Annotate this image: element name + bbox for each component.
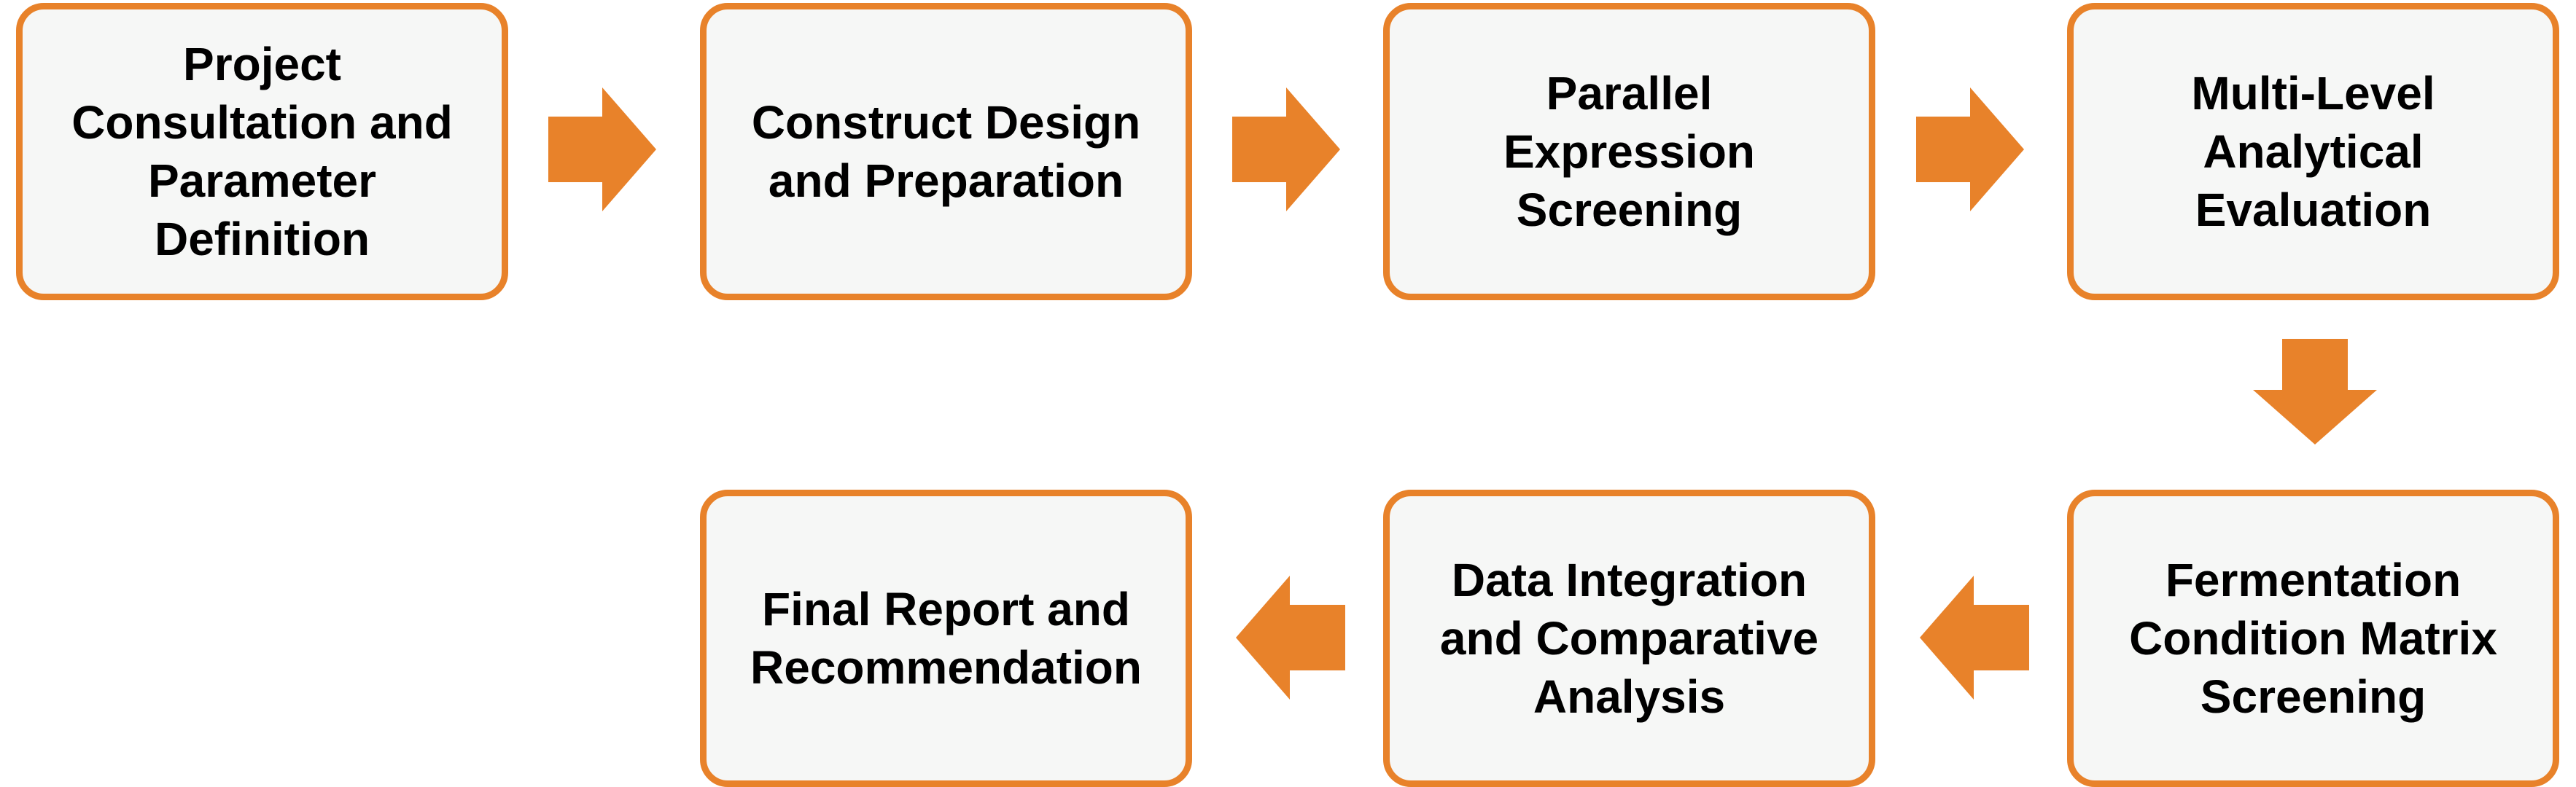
- arrow-right-icon: [548, 87, 658, 211]
- step-label: Fermentation Condition Matrix Screening: [2129, 554, 2497, 723]
- step-fermentation-matrix: Fermentation Condition Matrix Screening: [2067, 490, 2559, 787]
- step-multi-level-evaluation: Multi-Level Analytical Evaluation: [2067, 3, 2559, 300]
- step-construct-design: Construct Design and Preparation: [700, 3, 1192, 300]
- step-parallel-expression: Parallel Expression Screening: [1383, 3, 1875, 300]
- step-label: Project Consultation and Parameter Defin…: [71, 38, 453, 265]
- step-label: Construct Design and Preparation: [751, 96, 1141, 207]
- step-label: Parallel Expression Screening: [1503, 67, 1756, 236]
- arrow-left-icon: [1236, 576, 1345, 700]
- arrow-right-icon: [1916, 87, 2026, 211]
- step-project-consultation: Project Consultation and Parameter Defin…: [16, 3, 508, 300]
- arrow-left-icon: [1920, 576, 2029, 700]
- step-label: Data Integration and Comparative Analysi…: [1439, 554, 1819, 723]
- step-label: Final Report and Recommendation: [750, 583, 1142, 694]
- arrow-right-icon: [1232, 87, 1342, 211]
- step-data-integration: Data Integration and Comparative Analysi…: [1383, 490, 1875, 787]
- step-label: Multi-Level Analytical Evaluation: [2191, 67, 2435, 236]
- step-final-report: Final Report and Recommendation: [700, 490, 1192, 787]
- arrow-down-icon: [2253, 339, 2377, 445]
